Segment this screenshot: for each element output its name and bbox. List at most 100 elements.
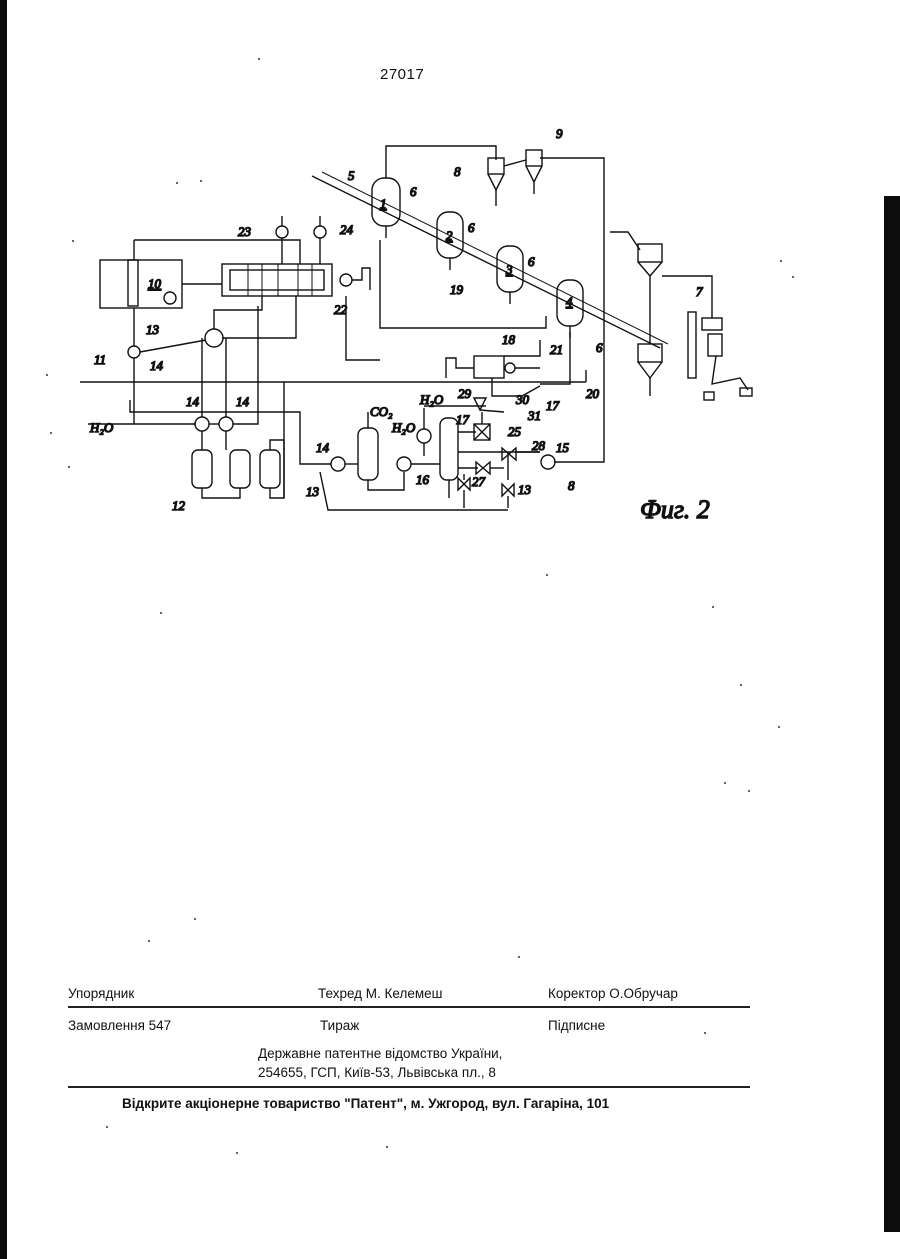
label-14b: 14 [186,394,200,409]
label-9: 9 [556,126,563,141]
pump-14a [205,329,223,347]
label-h2o-left: H₂O [89,420,114,435]
scan-speck [704,1032,706,1034]
column-co2 [358,412,378,480]
scan-speck [200,180,202,182]
exchanger-14c [195,417,209,431]
scan-speck [258,58,260,60]
line-8-top [386,146,496,178]
heater-18 [446,356,515,378]
scan-speck [72,240,74,242]
label-16: 16 [416,472,430,487]
scan-speck [68,466,70,468]
label-17b: 17 [456,412,470,427]
mixer-14b [128,346,140,358]
scan-speck [236,1152,238,1154]
hopper-upper [638,244,662,344]
label-3: 3 [505,262,513,277]
office-line-2: 254655, ГСП, Київ-53, Львівська пл., 8 [258,1063,502,1082]
office-line-1: Державне патентне відомство України, [258,1044,502,1063]
label-31: 31 [527,408,541,423]
label-11: 11 [94,352,106,367]
scan-speck [780,260,782,262]
scan-speck [778,726,780,728]
label-6a: 6 [410,184,417,199]
label-22: 22 [334,302,348,317]
label-21: 21 [550,342,563,357]
scan-speck [46,374,48,376]
feed-line-5 [312,176,660,348]
scan-speck [176,182,178,184]
label-13b: 13 [306,484,320,499]
label-30: 30 [515,392,530,407]
label-14a: 14 [150,358,164,373]
heat-exchanger-22 [222,264,370,296]
label-27: 27 [472,474,486,489]
scan-speck [194,918,196,920]
label-13c: 13 [518,482,532,497]
label-18: 18 [502,332,516,347]
scan-speck [792,276,794,278]
process-flow-diagram: 1 2 3 4 5 6 6 6 6 7 8 8 9 10 11 12 13 13… [0,0,900,560]
scan-speck [518,956,520,958]
subscription-label: Підписне [548,1018,605,1033]
label-10: 10 [148,276,162,291]
cyclone-9b [526,150,542,194]
order-label: Замовлення 547 [68,1018,171,1033]
scan-speck [160,612,162,614]
label-8a: 8 [454,164,461,179]
label-13a: 13 [146,322,160,337]
gauge-24 [314,216,326,264]
label-24: 24 [340,222,354,237]
label-20: 20 [586,386,600,401]
label-19: 19 [450,282,464,297]
pump-15 [541,455,555,469]
scan-speck [740,684,742,686]
scan-speck [106,1126,108,1128]
exchanger-14e [331,457,345,471]
label-h2o-valve: H₂O [391,420,416,435]
label-5: 5 [348,168,355,183]
rule-top [68,1006,750,1008]
corrector-label: Коректор О.Обручар [548,986,678,1001]
figure-caption: Фиг. 2 [640,495,710,524]
columns-12 [192,440,284,498]
feed-line-5b [322,172,668,344]
label-15: 15 [556,440,570,455]
scan-speck [386,1146,388,1148]
patent-office-block: Державне патентне відомство України, 254… [258,1044,502,1082]
label-23: 23 [238,224,252,239]
circulation-label: Тираж [320,1018,359,1033]
cyclone-30 [474,398,504,412]
scan-speck [546,574,548,576]
label-12: 12 [172,498,186,513]
label-6d: 6 [596,340,603,355]
label-8b: 8 [568,478,575,493]
cyclone-9a [488,158,504,206]
label-29: 29 [458,386,472,401]
hopper-lower [638,344,662,396]
label-25: 25 [508,424,522,439]
furnace-10 [100,260,182,308]
scan-speck [748,790,750,792]
label-7: 7 [696,284,703,299]
label-4: 4 [566,294,573,309]
label-14c: 14 [236,394,250,409]
valve-25 [474,424,490,440]
exchanger-14d [219,417,233,431]
scan-speck [724,782,726,784]
label-6c: 6 [528,254,535,269]
label-2: 2 [446,228,453,243]
label-co2: CO₂ [370,404,393,419]
label-28: 28 [532,438,546,453]
label-1: 1 [380,196,387,211]
column-16 [440,418,458,480]
printer-line: Відкрите акціонерне товариство "Патент",… [122,1096,609,1111]
vessel-4 [557,280,583,338]
rule-bottom [68,1086,750,1088]
techred-label: Техред М. Келемеш [318,986,442,1001]
scan-speck [50,432,52,434]
label-14d: 14 [316,440,330,455]
scan-speck [712,606,714,608]
line-8-right [540,158,604,462]
